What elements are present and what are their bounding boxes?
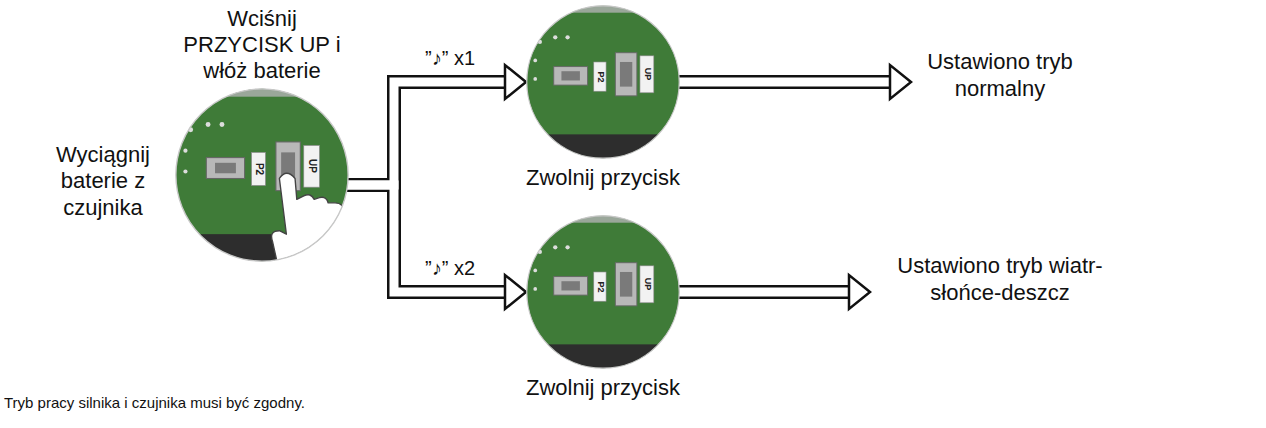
step-heading: Wciśnij PRZYCISK UP i włóż baterie: [180, 6, 344, 84]
solder-dot: [220, 122, 225, 127]
solder-dot: [183, 169, 187, 173]
solder-dot: [553, 245, 557, 249]
board: [526, 5, 680, 159]
solder-dot: [553, 35, 557, 39]
label-plate: [304, 145, 320, 187]
step-caption: Zwolnij przycisk: [526, 375, 680, 401]
solder-dot: [533, 269, 537, 273]
part-label: UP: [642, 278, 651, 291]
board-edge: [526, 134, 680, 159]
step-caption: Zwolnij przycisk: [526, 165, 680, 191]
part-label: P2: [595, 281, 604, 292]
solder-dot: [533, 59, 537, 63]
circle-outline: [527, 6, 679, 158]
solder-dot: [565, 35, 569, 39]
edge-label: ”♪” x2: [422, 256, 478, 280]
label-plate: [640, 56, 654, 93]
arrow-head: [849, 275, 870, 309]
connector-fill: [345, 185, 506, 292]
connector-outline: [676, 285, 850, 299]
button-p2: [554, 67, 588, 85]
step-circle: P2UPZwolnij przycisk: [526, 215, 680, 369]
button-cap: [620, 272, 632, 297]
solder-dot: [533, 287, 537, 291]
connector-outline: [345, 82, 506, 185]
result-text: Ustawiono tryb normalny: [911, 49, 1089, 103]
connector-outline: [676, 75, 891, 89]
note-text: Tryb pracy silnika i czujnika musi być z…: [4, 394, 305, 412]
step-circle: Wciśnij PRZYCISK UP i włóż baterieP2UP: [175, 88, 349, 262]
board: [526, 215, 680, 369]
instruction-text: Wyciągnij baterie z czujnika: [37, 142, 169, 221]
solder-dot: [533, 77, 537, 81]
part-label: P2: [595, 71, 604, 82]
connector-fill: [676, 288, 850, 297]
label-plate: [252, 152, 266, 185]
label-plate: [594, 62, 606, 91]
button-cap: [561, 71, 579, 80]
button-cap: [561, 281, 579, 290]
circle-outline: [176, 89, 348, 261]
button-cap: [215, 163, 236, 173]
connector-outline: [345, 185, 506, 292]
arrow-head: [505, 275, 526, 309]
connector-fill: [676, 78, 891, 87]
part-label: UP: [642, 68, 651, 81]
button-cap: [620, 62, 632, 87]
label-plate: [640, 266, 654, 303]
solder-dot: [206, 122, 211, 127]
board: [175, 88, 349, 262]
connector-fill: [345, 82, 506, 185]
result-label: Ustawiono tryb wiatr-słońce-deszcz: [884, 253, 1116, 307]
button-up: [615, 263, 637, 306]
solder-dot: [565, 245, 569, 249]
board-edge: [526, 344, 680, 369]
result-label: Ustawiono tryb normalny: [925, 49, 1075, 103]
step-circle: P2UPZwolnij przycisk: [526, 5, 680, 159]
part-label: P2: [254, 163, 264, 175]
board-edge: [175, 234, 349, 262]
button-p2: [206, 158, 244, 179]
part-label: UP: [307, 159, 317, 173]
result-text: Ustawiono tryb wiatr-słońce-deszcz: [870, 253, 1130, 307]
solder-dot: [183, 149, 187, 153]
circle-outline: [527, 216, 679, 368]
button-up: [615, 53, 637, 96]
arrow-head: [505, 65, 526, 99]
label-plate: [594, 272, 606, 301]
edge-label: ”♪” x1: [422, 46, 478, 70]
arrow-head: [890, 65, 911, 99]
button-p2: [554, 277, 588, 295]
